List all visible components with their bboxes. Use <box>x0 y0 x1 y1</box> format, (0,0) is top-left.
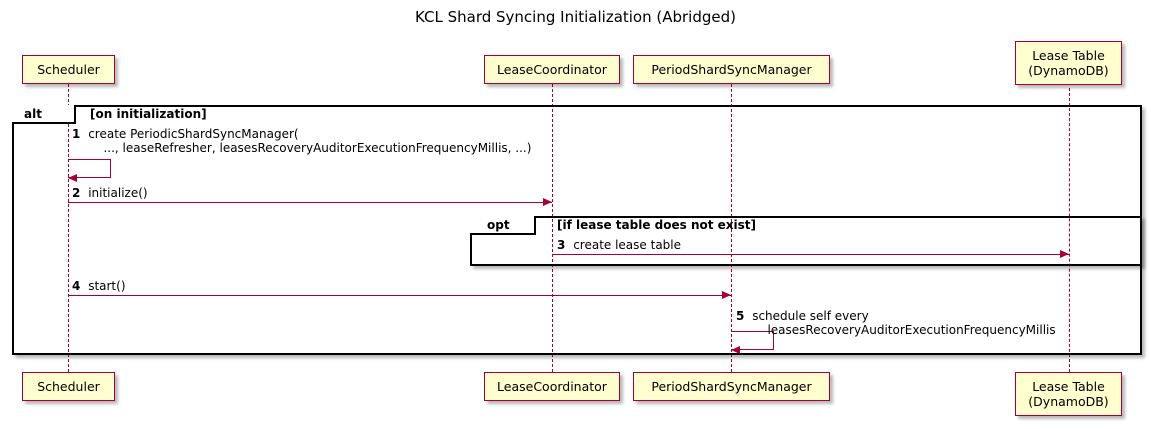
message-4-text: start() <box>88 279 126 293</box>
participant-label: PeriodShardSyncManager <box>651 62 812 77</box>
message-3-line <box>552 254 1069 255</box>
fragment-opt <box>470 216 1142 266</box>
message-4-number: 4 <box>72 279 81 293</box>
lifeline-lease-table <box>1069 88 1070 372</box>
participant-label: Scheduler <box>37 62 100 77</box>
participant-label-line2: (DynamoDB) <box>1028 63 1109 78</box>
participant-label-line1: Lease Table <box>1032 48 1105 63</box>
lifeline-scheduler <box>68 84 69 372</box>
message-4-label: 4 start() <box>72 279 126 293</box>
message-2-number: 2 <box>72 186 81 200</box>
message-2-label: 2 initialize() <box>72 186 148 200</box>
participant-period-shard-sync-manager-bottom[interactable]: PeriodShardSyncManager <box>633 372 830 401</box>
message-2-text: initialize() <box>88 186 148 200</box>
participant-lease-table-top[interactable]: Lease Table (DynamoDB) <box>1015 41 1122 85</box>
message-5-text-line2: leasesRecoveryAuditorExecutionFrequencyM… <box>752 323 1056 337</box>
message-3-arrowhead <box>1060 250 1069 258</box>
fragment-alt-operator: alt <box>24 107 42 121</box>
message-1-label: 1 create PeriodicShardSyncManager( ..., … <box>72 127 531 155</box>
message-4-arrowhead <box>722 291 731 299</box>
message-5-label: 5 schedule self every leasesRecoveryAudi… <box>736 309 1056 337</box>
message-3-number: 3 <box>557 238 566 252</box>
fragment-opt-tab <box>470 216 536 235</box>
page-title: KCL Shard Syncing Initialization (Abridg… <box>415 8 736 26</box>
fragment-alt-tab <box>12 105 76 124</box>
fragment-alt-guard: [on initialization] <box>90 107 207 121</box>
message-1-text-line2: ..., leaseRefresher, leasesRecoveryAudit… <box>88 141 532 155</box>
message-2-arrowhead <box>543 198 552 206</box>
message-3-text: create lease table <box>573 238 682 252</box>
participant-label: LeaseCoordinator <box>497 62 607 77</box>
participant-lease-table-bottom[interactable]: Lease Table (DynamoDB) <box>1015 372 1122 416</box>
participant-label: PeriodShardSyncManager <box>651 379 812 394</box>
participant-lease-coordinator-top[interactable]: LeaseCoordinator <box>484 55 620 84</box>
participant-scheduler-bottom[interactable]: Scheduler <box>22 372 115 401</box>
fragment-opt-operator: opt <box>487 218 510 232</box>
message-1-text-line1: create PeriodicShardSyncManager( <box>88 127 299 141</box>
message-5-arrowhead <box>731 346 740 354</box>
lifeline-lease-coordinator <box>552 84 553 372</box>
lifeline-period-shard-sync-manager <box>731 84 732 372</box>
participant-label: LeaseCoordinator <box>497 379 607 394</box>
message-5-number: 5 <box>736 309 745 323</box>
participant-scheduler-top[interactable]: Scheduler <box>22 55 115 84</box>
participant-label: Scheduler <box>37 379 100 394</box>
message-1-arrowhead <box>68 174 77 182</box>
message-2-line <box>68 202 552 203</box>
participant-lease-coordinator-bottom[interactable]: LeaseCoordinator <box>484 372 620 401</box>
participant-period-shard-sync-manager-top[interactable]: PeriodShardSyncManager <box>633 55 830 84</box>
message-1-self-loop <box>68 159 111 178</box>
message-4-line <box>68 295 731 296</box>
participant-label-line2: (DynamoDB) <box>1028 394 1109 409</box>
message-5-text-line1: schedule self every <box>752 309 869 323</box>
message-5-self-loop <box>731 331 774 350</box>
message-3-label: 3 create lease table <box>557 238 681 252</box>
message-1-number: 1 <box>72 127 81 141</box>
fragment-opt-guard: [if lease table does not exist] <box>557 218 757 232</box>
participant-label-line1: Lease Table <box>1032 379 1105 394</box>
